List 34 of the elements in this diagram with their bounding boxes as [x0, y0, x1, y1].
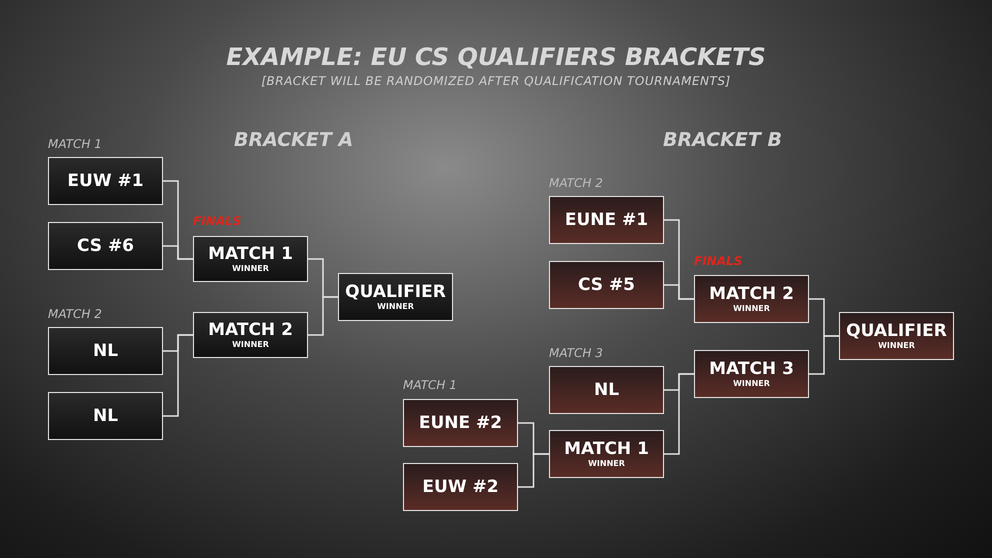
team-box: MATCH 2 WINNER	[193, 312, 308, 358]
team-box: NL	[48, 327, 163, 375]
team-box: QUALIFIER WINNER	[839, 312, 954, 360]
round-label: MATCH 2	[549, 176, 603, 190]
round-label: MATCH 1	[403, 378, 457, 392]
bracket-line	[308, 296, 338, 336]
team-box: MATCH 3 WINNER	[694, 350, 809, 398]
bracket-line	[163, 334, 193, 417]
team-box: NL	[549, 366, 664, 414]
round-label: MATCH 2	[48, 307, 102, 321]
team-box: MATCH 1 WINNER	[193, 236, 308, 282]
bracket-heading: BRACKET B	[663, 129, 782, 151]
bracket-line	[664, 373, 694, 455]
bracket-line	[163, 245, 193, 260]
bracket-line	[664, 284, 694, 300]
team-box: EUNE #2	[403, 399, 518, 447]
round-label: FINALS	[694, 254, 742, 268]
team-box: QUALIFIER WINNER	[338, 273, 453, 321]
bracket-heading: BRACKET A	[234, 129, 354, 151]
title: EXAMPLE: EU CS QUALIFIERS BRACKETS	[225, 44, 767, 70]
bracket-line	[518, 453, 549, 488]
team-box: CS #6	[48, 222, 163, 270]
team-box: MATCH 2 WINNER	[694, 275, 809, 323]
bracket-line	[809, 335, 839, 375]
team-box: CS #5	[549, 261, 664, 309]
team-box: NL	[48, 392, 163, 440]
round-label: FINALS	[193, 214, 242, 228]
subtitle: [BRACKET WILL BE RANDOMIZED AFTER QUALIFICATION TOURNAMENTS]	[260, 74, 732, 88]
team-box: EUW #2	[403, 463, 518, 511]
round-label: MATCH 3	[549, 346, 603, 360]
team-box: MATCH 1 WINNER	[549, 430, 664, 478]
round-label: MATCH 1	[48, 137, 102, 151]
team-box: EUW #1	[48, 157, 163, 205]
team-box: EUNE #1	[549, 196, 664, 244]
